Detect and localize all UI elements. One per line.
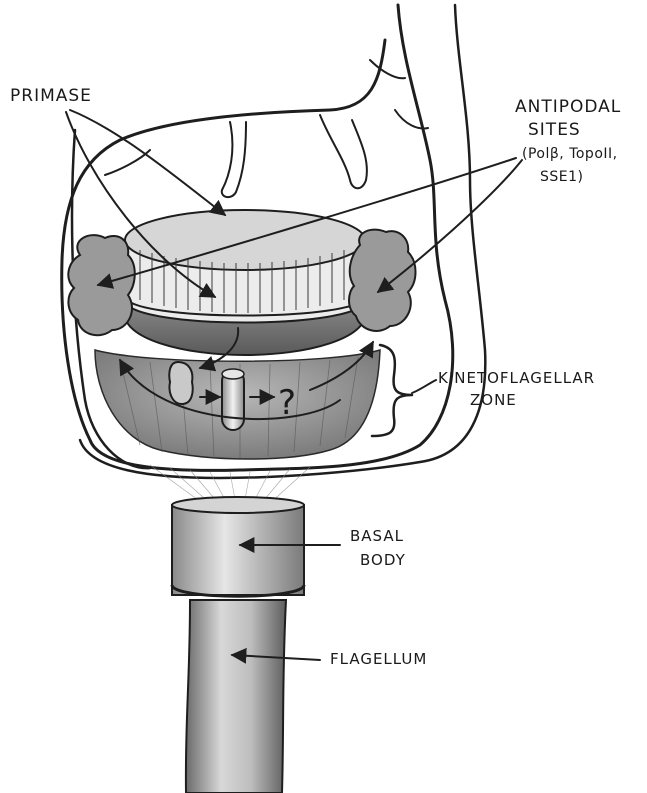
antipodal-label-line2: SITES xyxy=(528,120,581,140)
flagellum xyxy=(186,600,286,793)
basal-body-label-line2: BODY xyxy=(360,551,406,569)
zone-brace xyxy=(372,345,436,436)
question-mark: ? xyxy=(278,383,296,423)
basal-body xyxy=(172,497,304,596)
minicircle-intermediate-1 xyxy=(169,362,192,404)
kinetoflagellar-label-line1: KINETOFLAGELLAR xyxy=(438,369,595,387)
antipodal-label-line3: (Polβ, TopoII, xyxy=(522,146,618,162)
kdna-disc xyxy=(125,210,365,355)
primase-label: PRIMASE xyxy=(10,86,92,106)
antipodal-label-line1: ANTIPODAL xyxy=(515,97,621,117)
minicircle-intermediate-2 xyxy=(222,369,244,430)
antipodal-site-right xyxy=(349,230,416,331)
antipodal-site-left xyxy=(68,235,134,335)
antipodal-label-line4: SSE1) xyxy=(540,169,584,185)
basal-body-label-line1: BASAL xyxy=(350,527,404,545)
kinetoflagellar-label-line2: ZONE xyxy=(470,391,517,409)
flagellum-label: FLAGELLUM xyxy=(330,650,427,668)
